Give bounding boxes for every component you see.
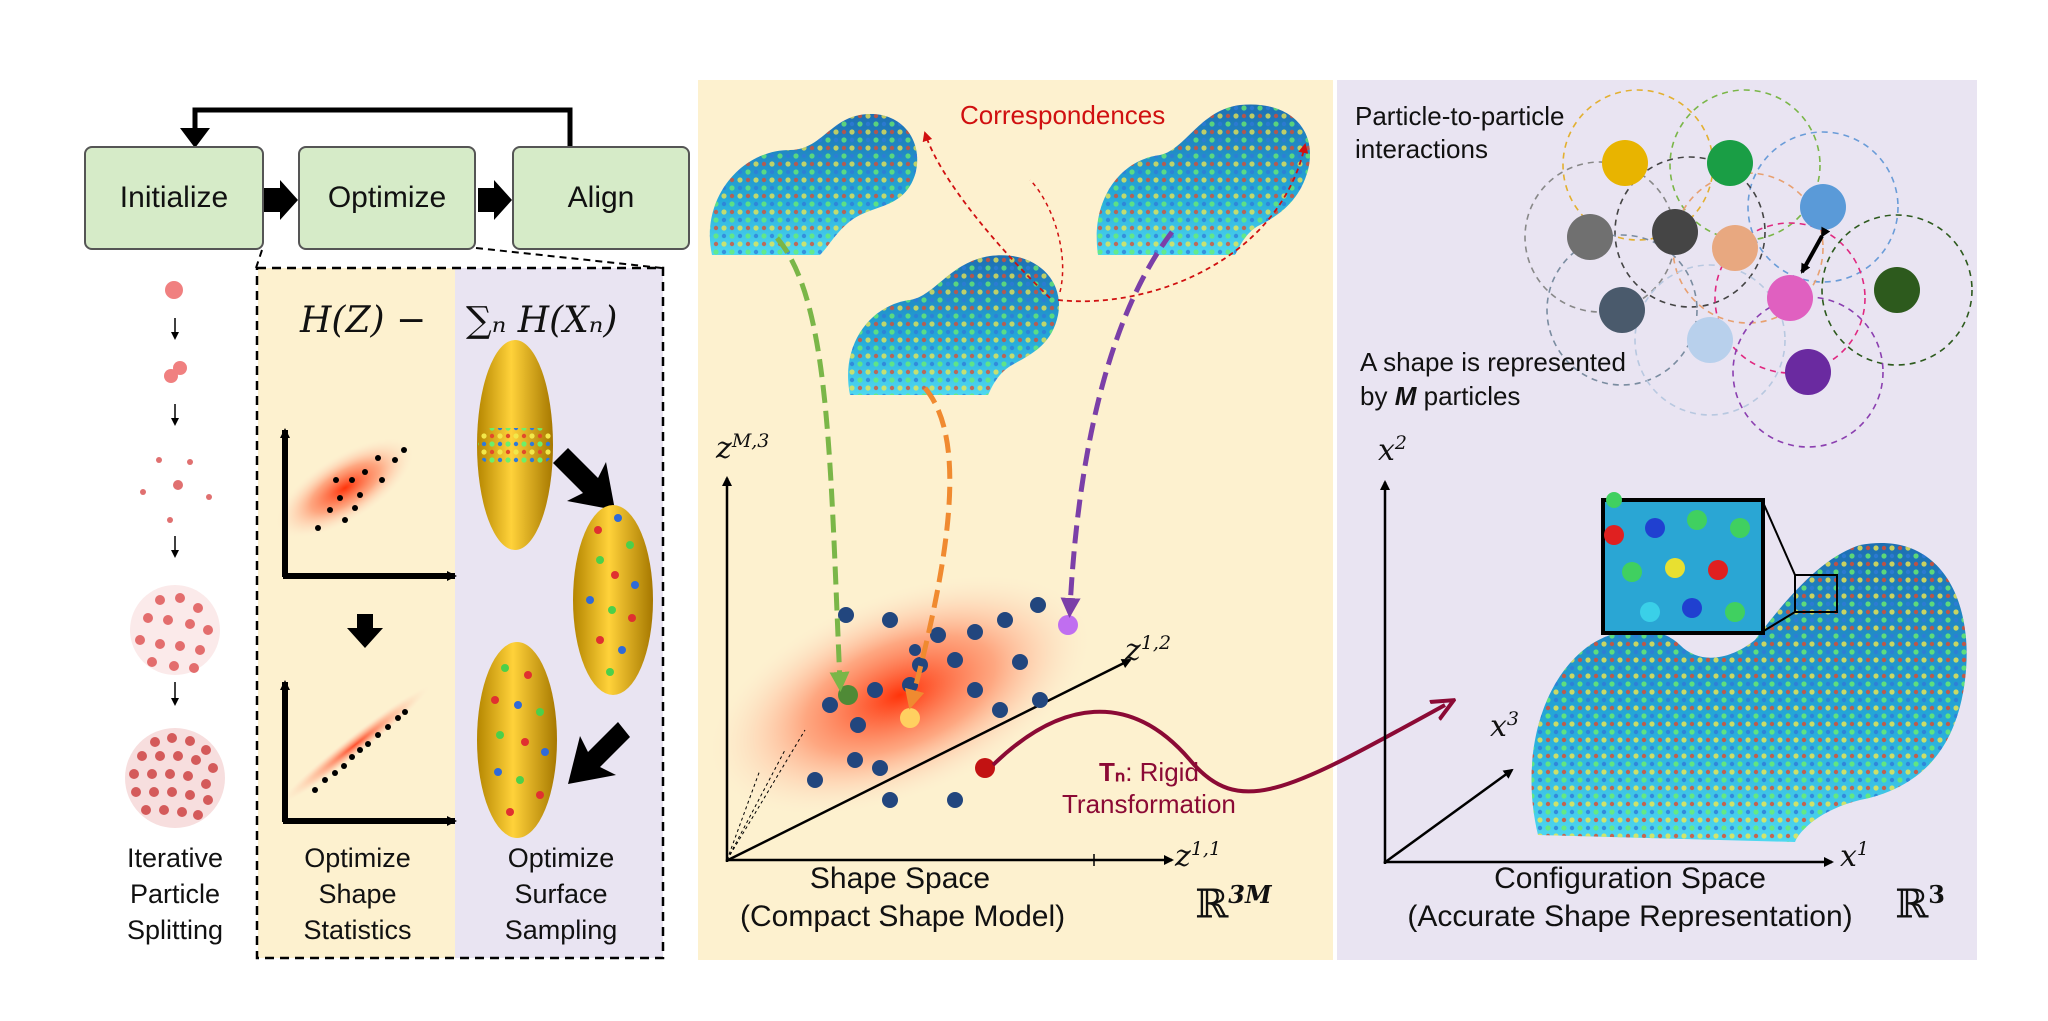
axis-label-z12: z1,2 [1125,632,1172,668]
initialize-button[interactable]: Initialize [84,146,264,250]
point-red-ball [975,758,995,778]
sampling-ellipsoid-1 [477,340,553,550]
splitting-stage-2 [164,361,187,383]
represented-label: A shape is represented by M particles [1360,347,1626,411]
config-space-axes [1380,480,1834,867]
entropy-formula-part2: ∑ₙ H(Xₙ) [466,300,618,341]
entropy-formula-part1: H(Z) − [300,300,427,341]
arrow-optimize-to-align [478,180,512,220]
correspondences-label: Correspondences [960,100,1166,130]
feedback-loop-arrow [180,107,573,148]
optimize-button[interactable]: Optimize [298,146,476,250]
rigid-transform-curve [991,705,1445,794]
config-shape [1531,542,1967,842]
sampling-ellipsoid-2 [573,505,653,695]
interaction-double-arrow [1800,226,1831,274]
splitting-stage-4 [130,585,220,675]
stats-plot-top [276,428,457,581]
splitting-stage-5 [125,728,225,828]
splitting-stage-3 [140,454,212,523]
rigid-transform-label: Tₙ: Rigid Transformation [1062,757,1236,819]
sampling-arrow-2 [568,722,630,784]
splitting-caption: Iterative Particle Splitting [126,843,224,945]
stats-plot-bottom [279,680,457,826]
stats-caption: Optimize Shape Statistics [303,843,412,945]
axis-label-x2: x2 [1378,432,1408,468]
shape-instance-2 [1096,104,1311,256]
axis-label-x1: x1 [1840,838,1870,874]
axis-label-x3: x3 [1490,708,1520,744]
initialize-label: Initialize [119,181,229,214]
optimize-label: Optimize [327,181,447,214]
stats-down-arrow [347,628,383,648]
arrow-initialize-to-optimize [264,180,298,220]
shape-distribution-glow [710,575,1090,815]
shape-instance-1 [709,114,918,255]
sampling-caption: Optimize Surface Sampling [504,843,618,945]
config-space-title: Configuration Space (Accurate Shape Repr… [1407,862,1853,933]
point-yellow [900,708,920,728]
axis-label-z11: z1,1 [1175,838,1222,874]
point-green [838,685,858,705]
align-label: Align [567,181,635,214]
shape-space-symbol: ℝ3M [1195,880,1272,928]
optimize-detail-frame [255,266,665,960]
stats-panel-bg [258,268,455,958]
interactions-label: Particle-to-particle interactions [1355,101,1565,164]
shape-space-title: Shape Space (Compact Shape Model) [740,862,1066,933]
point-purple [1058,615,1078,635]
shape-instance-3 [848,255,1060,395]
splitting-stage-1 [165,281,183,299]
shape-space-points [807,597,1048,808]
axis-label-zm3: zM,3 [716,430,770,466]
align-button[interactable]: Align [512,146,690,250]
particle-spheres [1567,140,1920,395]
config-space-symbol: ℝ3 [1895,880,1945,928]
zoom-inset [1601,492,1765,635]
sampling-ellipsoid-3 [477,642,557,838]
shape-space-axes [722,476,1174,866]
sampling-arrow-1 [553,448,615,510]
